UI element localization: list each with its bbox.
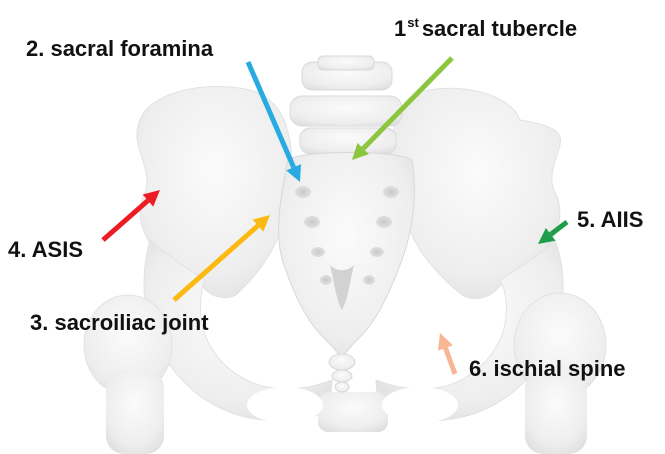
arrow-foramina-head <box>286 164 301 182</box>
left-femur-shaft <box>106 370 164 454</box>
label-sacroiliac-joint: 3. sacroiliac joint <box>30 310 209 335</box>
arrow-asis-shaft <box>101 198 150 242</box>
sacral-hiatus <box>330 265 354 310</box>
arrow-aiis-head <box>538 227 556 244</box>
arrow-asis-head <box>142 190 160 207</box>
coccyx <box>328 353 356 393</box>
right-obturator-foramen <box>382 387 458 423</box>
label-sacral-foramina: 2. sacral foramina <box>26 36 214 61</box>
pubic-symphysis <box>318 392 388 432</box>
arrow-sacroiliac-shaft <box>172 223 260 302</box>
arrow-tubercle-head <box>352 142 369 160</box>
left-obturator-foramen <box>247 387 323 423</box>
right-femur-shaft <box>525 370 587 454</box>
label-aiis: 5. AIIS <box>577 207 644 232</box>
sacrum <box>278 152 415 362</box>
label-asis: 4. ASIS <box>8 237 83 262</box>
lumbar-vertebrae <box>289 55 403 155</box>
sacral-foramina <box>295 186 399 285</box>
arrow-ischial-head <box>437 333 454 351</box>
arrow-ischial-shaft <box>443 347 458 375</box>
label-ischial-spine: 6. ischial spine <box>469 356 626 381</box>
arrow-foramina-shaft <box>245 61 296 169</box>
arrow-sacroiliac-head <box>252 215 270 232</box>
arrow-aiis-shaft <box>549 220 569 237</box>
annotation-arrows <box>101 56 569 375</box>
arrow-tubercle-shaft <box>361 56 454 151</box>
